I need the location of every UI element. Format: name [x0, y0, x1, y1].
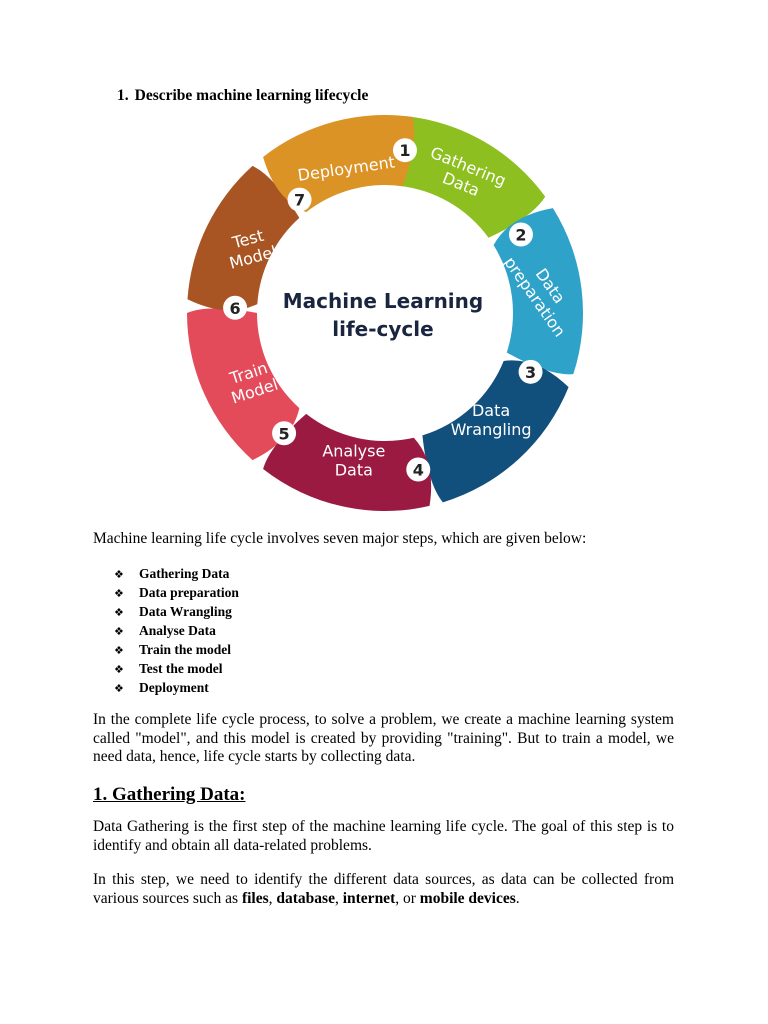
- lifecycle-segment: [422, 360, 569, 503]
- lifecycle-segments: [187, 115, 583, 511]
- lifecycle-segment: [187, 165, 300, 311]
- source-mobile-devices: mobile devices: [419, 889, 516, 907]
- bullet-icon: ❖: [114, 587, 124, 600]
- step-number-badge: [518, 359, 543, 384]
- question-heading: 1. Describe machine learning lifecycle: [117, 87, 368, 105]
- step-label: Data Wrangling: [139, 604, 232, 619]
- list-item: ❖ Test the model: [114, 659, 239, 678]
- segment-label-text: Wrangling: [451, 420, 532, 439]
- center-title-line2: life-cycle: [332, 317, 433, 341]
- ml-lifecycle-diagram: GatheringData1Datapreparation2DataWrangl…: [187, 115, 583, 511]
- paragraph-text: In this step, we need to identify the di…: [93, 871, 674, 907]
- step-number: 1: [399, 141, 410, 160]
- question-number: 1.: [117, 87, 129, 104]
- bullet-icon: ❖: [114, 625, 124, 638]
- step-number-badge: [406, 457, 431, 482]
- step-label: Analyse Data: [139, 623, 216, 638]
- segment-label-text: Analyse: [322, 442, 385, 461]
- bullet-icon: ❖: [114, 606, 124, 619]
- bullet-icon: ❖: [114, 682, 124, 695]
- list-item: ❖ Analyse Data: [114, 621, 239, 640]
- step-number: 5: [279, 424, 290, 443]
- lifecycle-labels: GatheringData1Datapreparation2DataWrangl…: [223, 138, 569, 482]
- step-label: Deployment: [139, 680, 209, 695]
- step-label: Data preparation: [139, 585, 239, 600]
- section-heading-gathering-data: 1. Gathering Data:: [93, 784, 246, 805]
- step-number-badge: [392, 138, 417, 163]
- step-label: Train the model: [139, 642, 231, 657]
- steps-list: ❖ Gathering Data ❖ Data preparation ❖ Data …: [114, 564, 239, 697]
- segment-label-text: Data: [472, 401, 510, 420]
- step-number-badge: [287, 187, 312, 212]
- list-item: ❖ Data Wrangling: [114, 602, 239, 621]
- center-title-line1: Machine Learning: [283, 289, 483, 313]
- step-label: Gathering Data: [139, 566, 230, 581]
- lifecycle-center: Machine Learning life-cycle: [283, 289, 483, 341]
- lifecycle-segment: [493, 208, 583, 375]
- separator: ,: [268, 889, 277, 907]
- source-files: files: [241, 889, 269, 907]
- step-number: 2: [515, 226, 526, 245]
- separator: , or: [395, 889, 420, 907]
- bullet-icon: ❖: [114, 663, 124, 676]
- step-number: 3: [525, 363, 536, 382]
- lifecycle-segment: [263, 413, 432, 511]
- intro-text: Machine learning life cycle involves sev…: [93, 530, 587, 547]
- gathering-data-paragraph-2: In this step, we need to identify the di…: [93, 871, 674, 908]
- step-number: 6: [230, 299, 241, 318]
- step-number-badge: [272, 421, 297, 446]
- source-database: database: [276, 889, 335, 907]
- question-title: Describe machine learning lifecycle: [134, 87, 369, 104]
- list-item: ❖ Gathering Data: [114, 564, 239, 583]
- bullet-icon: ❖: [114, 568, 124, 581]
- lifecycle-segment: [187, 308, 300, 461]
- segment-label-text: Data: [335, 461, 373, 480]
- list-item: ❖ Deployment: [114, 678, 239, 697]
- paragraph-text: .: [515, 889, 520, 907]
- step-number-badge: [508, 222, 533, 247]
- source-internet: internet: [342, 889, 396, 907]
- list-item: ❖ Train the model: [114, 640, 239, 659]
- lifecycle-segment: [393, 116, 546, 238]
- separator: ,: [334, 889, 343, 907]
- step-label: Test the model: [139, 661, 223, 676]
- gathering-data-paragraph-1: Data Gathering is the first step of the …: [93, 818, 674, 854]
- bullet-icon: ❖: [114, 644, 124, 657]
- step-number: 4: [413, 461, 424, 480]
- step-number-badge: [223, 295, 248, 320]
- list-item: ❖ Data preparation: [114, 583, 239, 602]
- step-number: 7: [294, 191, 305, 210]
- lifecycle-paragraph: In the complete life cycle process, to s…: [93, 711, 674, 765]
